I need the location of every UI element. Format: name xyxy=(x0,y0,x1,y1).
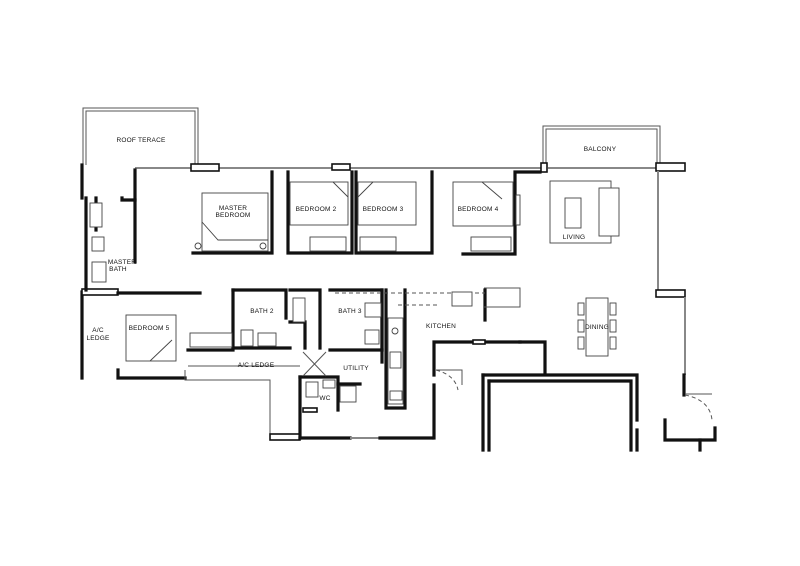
label-bedroom-2: BEDROOM 2 xyxy=(296,206,337,213)
doors xyxy=(435,369,713,421)
label-master-bath-line1: MASTER xyxy=(108,259,136,266)
label-balcony: BALCONY xyxy=(584,146,617,153)
dishwasher-icon xyxy=(389,390,403,401)
label-ac-ledge-left-line1: A/C xyxy=(92,327,104,334)
label-master-bath-line2: BATH xyxy=(109,266,127,273)
dining-table xyxy=(585,297,609,357)
toilet-icon xyxy=(364,329,380,345)
label-kitchen: KITCHEN xyxy=(426,323,456,330)
wardrobe-5 xyxy=(189,332,233,348)
wardrobe-4 xyxy=(470,236,512,252)
wardrobe-3 xyxy=(359,236,397,252)
room-labels: ROOF TERACE BALCONY MASTER BEDROOM BEDRO… xyxy=(86,137,616,402)
label-bedroom-5: BEDROOM 5 xyxy=(129,325,170,332)
balcony xyxy=(542,125,661,168)
floor-trap-icon xyxy=(302,351,327,377)
bed-4 xyxy=(452,181,514,227)
bed-2 xyxy=(289,181,349,226)
label-master-bedroom-line1: MASTER xyxy=(219,205,247,212)
washer-icon xyxy=(339,385,357,403)
bed-3 xyxy=(357,181,417,226)
sofa xyxy=(598,187,620,237)
roof-terrace xyxy=(82,107,199,165)
kitchen-sink-icon xyxy=(389,351,402,369)
label-ac-ledge-bottom: A/C LEDGE xyxy=(238,362,275,369)
label-bedroom-4: BEDROOM 4 xyxy=(458,206,499,213)
label-utility: UTILITY xyxy=(343,365,369,372)
sink-icon xyxy=(91,261,107,283)
wardrobe-2 xyxy=(309,236,347,252)
label-bath-3: BATH 3 xyxy=(338,308,362,315)
shower-icon xyxy=(292,297,306,323)
toilet-icon xyxy=(305,381,319,398)
master-bed xyxy=(201,192,269,252)
label-roof-terrace: ROOF TERACE xyxy=(116,137,165,144)
sink-icon xyxy=(322,379,336,389)
fridge-icon xyxy=(451,291,473,307)
bedside-lamp-icon xyxy=(259,242,267,250)
label-ac-ledge-left-line2: LEDGE xyxy=(86,335,110,342)
label-living: LIVING xyxy=(563,234,586,241)
label-master-bedroom-line2: BEDROOM xyxy=(216,212,251,219)
coffee-table xyxy=(564,197,582,229)
bed-5 xyxy=(125,314,177,362)
bedside-lamp-icon xyxy=(194,242,202,250)
label-bath-2: BATH 2 xyxy=(250,308,274,315)
furniture xyxy=(89,180,620,405)
label-dining: DINING xyxy=(585,324,609,331)
exterior-walls xyxy=(80,162,717,452)
toilet-icon xyxy=(240,329,254,347)
stove-icon xyxy=(391,327,399,335)
label-bedroom-3: BEDROOM 3 xyxy=(363,206,404,213)
toilet-icon xyxy=(91,236,105,252)
sink-icon xyxy=(257,332,277,347)
sink-icon xyxy=(364,302,382,318)
label-wc: WC xyxy=(319,395,330,402)
shower-icon xyxy=(89,202,103,228)
